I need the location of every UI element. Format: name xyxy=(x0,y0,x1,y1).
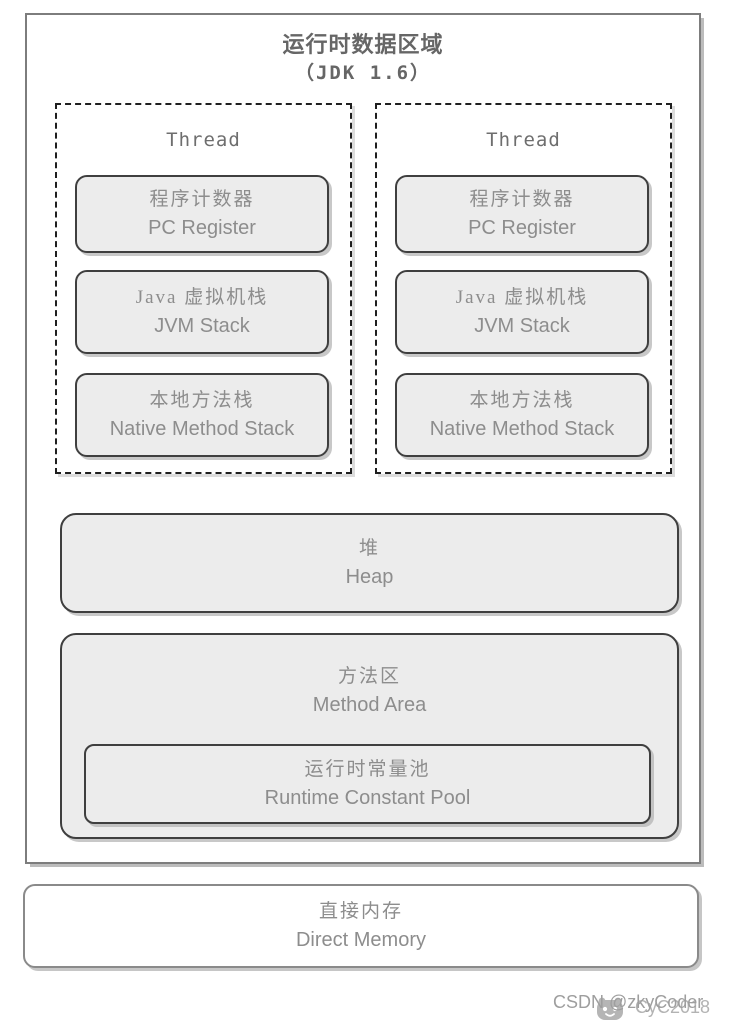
native-method-stack-box: 本地方法栈 Native Method Stack xyxy=(75,373,329,457)
method-area-label-en: Method Area xyxy=(312,694,427,716)
runtime-constant-pool-label-en: Runtime Constant Pool xyxy=(264,787,471,809)
native-method-stack-label-en: Native Method Stack xyxy=(109,418,295,440)
diagram-subtitle: （JDK 1.6） xyxy=(294,62,432,84)
pc-register-label-en: PC Register xyxy=(148,217,256,239)
watermark-text: CSDN @zkyCoder xyxy=(553,992,704,1012)
runtime-constant-pool-label-zh: 运行时常量池 xyxy=(304,759,431,780)
thread-label: Thread xyxy=(166,129,241,151)
native-method-stack-box: 本地方法栈 Native Method Stack xyxy=(395,373,649,457)
diagram-title: 运行时数据区域 xyxy=(282,32,444,57)
direct-memory-box: 直接内存 Direct Memory xyxy=(23,884,699,968)
heap-box: 堆 Heap xyxy=(60,513,679,613)
method-area-label-zh: 方法区 xyxy=(337,666,401,687)
thread-label: Thread xyxy=(486,129,561,151)
diagram-title-block: 运行时数据区域 （JDK 1.6） xyxy=(27,31,699,87)
direct-memory-label-en: Direct Memory xyxy=(295,929,426,951)
pc-register-label-zh: 程序计数器 xyxy=(469,189,575,210)
jvm-stack-label-zh: Java 虚拟机栈 xyxy=(455,287,589,308)
native-method-stack-label-en: Native Method Stack xyxy=(429,418,615,440)
jvm-stack-label-zh: Java 虚拟机栈 xyxy=(135,287,269,308)
watermark-overlay-text: CyC2018 xyxy=(635,997,711,1017)
pc-register-label-en: PC Register xyxy=(468,217,576,239)
runtime-data-area-box: 运行时数据区域 （JDK 1.6） Thread 程序计数器 PC Regist… xyxy=(25,13,701,864)
heap-label-en: Heap xyxy=(345,566,394,588)
native-method-stack-label-zh: 本地方法栈 xyxy=(149,390,255,411)
runtime-constant-pool-box: 运行时常量池 Runtime Constant Pool xyxy=(84,744,651,824)
direct-memory-label-zh: 直接内存 xyxy=(318,901,403,922)
native-method-stack-label-zh: 本地方法栈 xyxy=(469,390,575,411)
csdn-mascot-icon xyxy=(595,996,625,1027)
jvm-stack-box: Java 虚拟机栈 JVM Stack xyxy=(75,270,329,354)
pc-register-box: 程序计数器 PC Register xyxy=(395,175,649,253)
jvm-stack-box: Java 虚拟机栈 JVM Stack xyxy=(395,270,649,354)
thread-box-left: Thread 程序计数器 PC Register Java 虚拟机栈 JVM S… xyxy=(55,103,352,474)
watermark: CyC2018 CSDN @zkyCoder xyxy=(553,988,729,1024)
jvm-stack-label-en: JVM Stack xyxy=(154,315,250,337)
heap-label-zh: 堆 xyxy=(358,538,380,559)
jvm-stack-label-en: JVM Stack xyxy=(474,315,570,337)
pc-register-label-zh: 程序计数器 xyxy=(149,189,255,210)
thread-box-right: Thread 程序计数器 PC Register Java 虚拟机栈 JVM S… xyxy=(375,103,672,474)
pc-register-box: 程序计数器 PC Register xyxy=(75,175,329,253)
method-area-box: 方法区 Method Area 运行时常量池 Runtime Constant … xyxy=(60,633,679,839)
